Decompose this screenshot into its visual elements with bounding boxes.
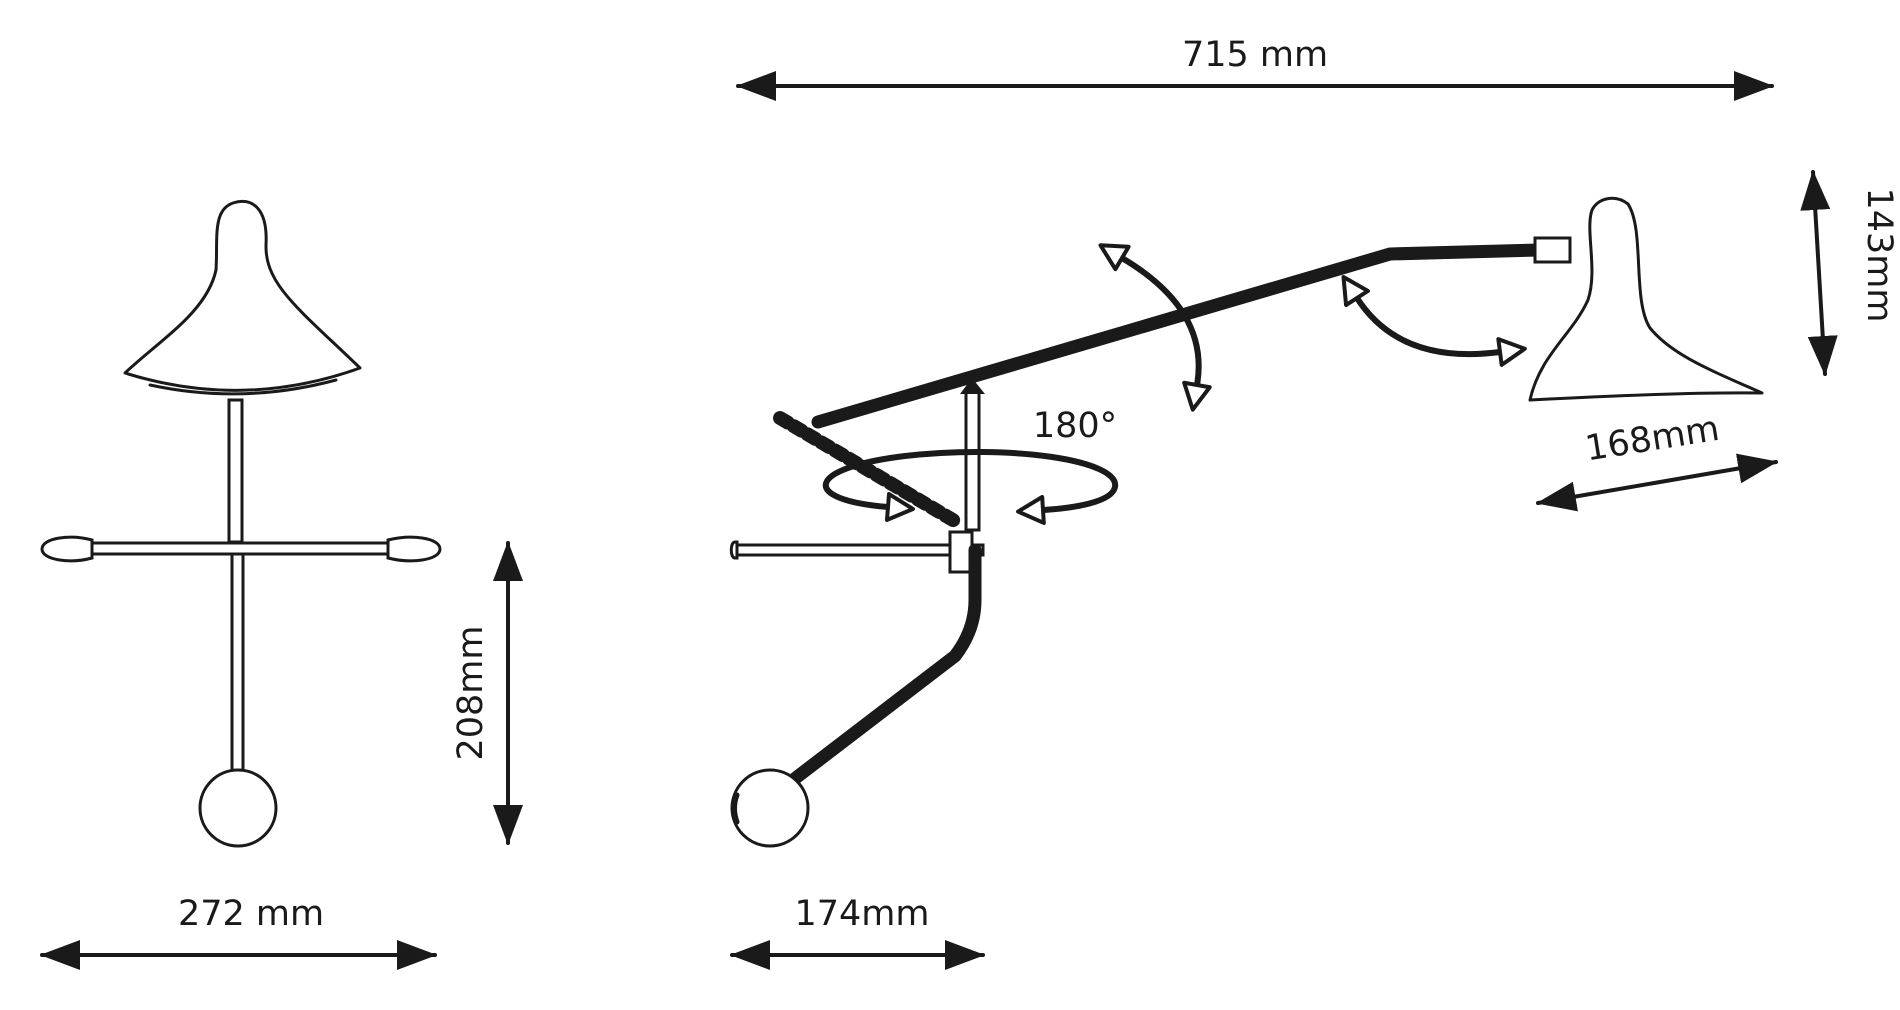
side-crossbar <box>733 543 985 557</box>
side-stem <box>964 388 981 532</box>
dim-line-shade-height <box>1800 170 1838 376</box>
side-shade <box>1528 196 1764 402</box>
front-crossbar-left-end <box>40 535 94 563</box>
motion-indicators <box>822 243 1527 525</box>
front-view-lamp <box>40 200 442 848</box>
front-pole <box>230 546 245 775</box>
dim-line-shade-width <box>1536 453 1778 512</box>
label-front-width: 272 mm <box>178 894 324 934</box>
label-base-depth: 174mm <box>795 894 930 934</box>
front-shade-rim <box>148 378 338 396</box>
label-shade-height: 143mm <box>1859 188 1899 323</box>
side-base <box>730 768 810 848</box>
front-base <box>198 768 278 848</box>
front-crossbar-right-end <box>386 535 442 563</box>
pivot-joint <box>960 378 985 394</box>
long-arm <box>811 243 1547 429</box>
label-overall-width: 715 mm <box>1182 35 1328 75</box>
side-view-lamp <box>729 196 1764 848</box>
front-shade <box>123 200 362 392</box>
shade-connector <box>1533 236 1572 264</box>
label-shade-width: 168mm <box>1582 409 1722 470</box>
dimension-lines <box>40 71 1838 970</box>
front-crossbar <box>88 541 392 556</box>
front-stem <box>227 398 244 544</box>
label-front-height: 208mm <box>451 626 491 761</box>
rotation-arrow <box>822 448 1119 525</box>
side-crossbar-end <box>729 540 739 560</box>
shade-tilt-arrow <box>1341 274 1527 367</box>
arm-tilt-arrow <box>1098 243 1212 412</box>
label-rotation: 180° <box>1033 406 1117 446</box>
lower-bent-arm <box>773 543 982 797</box>
